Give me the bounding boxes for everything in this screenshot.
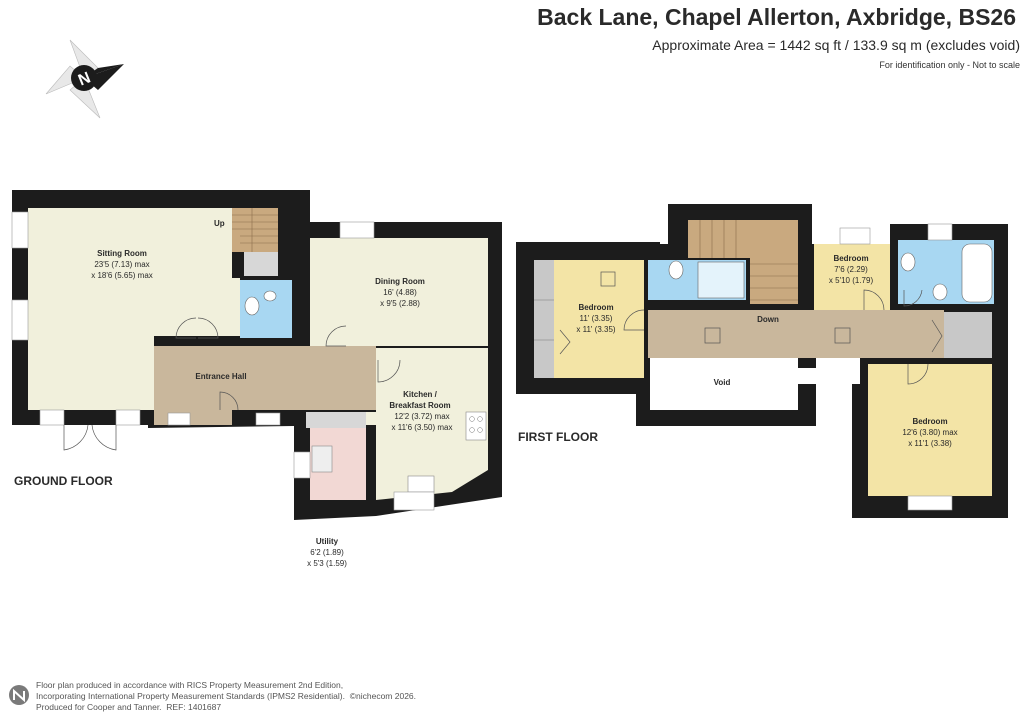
- void-area: [650, 358, 798, 410]
- bedroom-1-wardrobes: [534, 260, 554, 378]
- ground-floor-plan: [11, 190, 502, 520]
- first-floor-label: FIRST FLOOR: [518, 430, 598, 444]
- nichecom-logo-icon: [9, 685, 29, 705]
- bedroom-1-dim2: x 11' (3.35): [576, 325, 616, 334]
- bedroom-2-name: Bedroom: [833, 254, 868, 263]
- dining-room-dim1: 16' (4.88): [383, 288, 417, 297]
- entrance-hall-area: [154, 346, 376, 425]
- void-label: Void: [714, 378, 731, 387]
- footer-line-2-text: Incorporating International Property Mea…: [36, 691, 345, 701]
- entrance-hall-name: Entrance Hall: [195, 372, 246, 381]
- ground-floor-label: GROUND FLOOR: [14, 474, 113, 488]
- kitchen-dim1: 12'2 (3.72) max: [394, 412, 449, 421]
- bedroom-1-name: Bedroom: [578, 303, 613, 312]
- bedroom-3-dim2: x 11'1 (3.38): [908, 439, 952, 448]
- first-floor-plan: [516, 204, 1008, 518]
- sitting-room-name: Sitting Room: [97, 249, 147, 258]
- identification-note: For identification only - Not to scale: [879, 60, 1020, 70]
- bedroom-1-dim1: 11' (3.35): [580, 314, 613, 323]
- bedroom-1-area: [554, 260, 644, 378]
- room-labels: Up Sitting Room 23'5 (7.13) max x 18'6 (…: [91, 219, 957, 568]
- utility-name: Utility: [316, 537, 339, 546]
- compass-icon: N: [45, 39, 124, 119]
- bedroom-3-dim1: 12'6 (3.80) max: [902, 428, 957, 437]
- bedroom-2-dim1: 7'6 (2.29): [834, 265, 868, 274]
- dining-room-area: [310, 238, 488, 346]
- kitchen-dim2: x 11'6 (3.50) max: [392, 423, 453, 432]
- kitchen-store: [306, 412, 366, 428]
- footer-reference: REF: 1401687: [166, 702, 222, 712]
- dining-room-dim2: x 9'5 (2.88): [380, 299, 420, 308]
- footer-credits: Floor plan produced in accordance with R…: [36, 680, 416, 713]
- property-address-title: Back Lane, Chapel Allerton, Axbridge, BS…: [537, 4, 1016, 30]
- footer-produced-for: Produced for Cooper and Tanner.: [36, 702, 162, 712]
- first-floor-storage: [944, 312, 992, 358]
- utility-dim1: 6'2 (1.89): [310, 548, 344, 557]
- kitchen-name-2: Breakfast Room: [389, 401, 450, 410]
- bedroom-3-area: [868, 364, 992, 496]
- bedroom-3-name: Bedroom: [912, 417, 947, 426]
- up-label: Up: [214, 219, 225, 228]
- bedroom-2-area: [814, 244, 890, 310]
- down-label: Down: [757, 315, 779, 324]
- footer-line-3: Produced for Cooper and Tanner. REF: 140…: [36, 702, 416, 713]
- landing-area: [648, 310, 944, 358]
- bedroom-2-dim2: x 5'10 (1.79): [829, 276, 874, 285]
- sitting-room-dim1: 23'5 (7.13) max: [94, 260, 149, 269]
- under-stairs-cupboard: [244, 252, 278, 276]
- approximate-area-text: Approximate Area = 1442 sq ft / 133.9 sq…: [652, 37, 1020, 53]
- ground-stairs: [232, 208, 278, 252]
- kitchen-area: [366, 348, 488, 500]
- footer-line-1: Floor plan produced in accordance with R…: [36, 680, 344, 690]
- footer-line-2: Incorporating International Property Mea…: [36, 691, 416, 702]
- kitchen-name-1: Kitchen /: [403, 390, 438, 399]
- sitting-room-area: [28, 208, 240, 410]
- utility-dim2: x 5'3 (1.59): [307, 559, 347, 568]
- footer-copyright: ©nichecom 2026.: [349, 691, 417, 701]
- sitting-room-dim2: x 18'6 (5.65) max: [91, 271, 153, 280]
- dining-room-name: Dining Room: [375, 277, 425, 286]
